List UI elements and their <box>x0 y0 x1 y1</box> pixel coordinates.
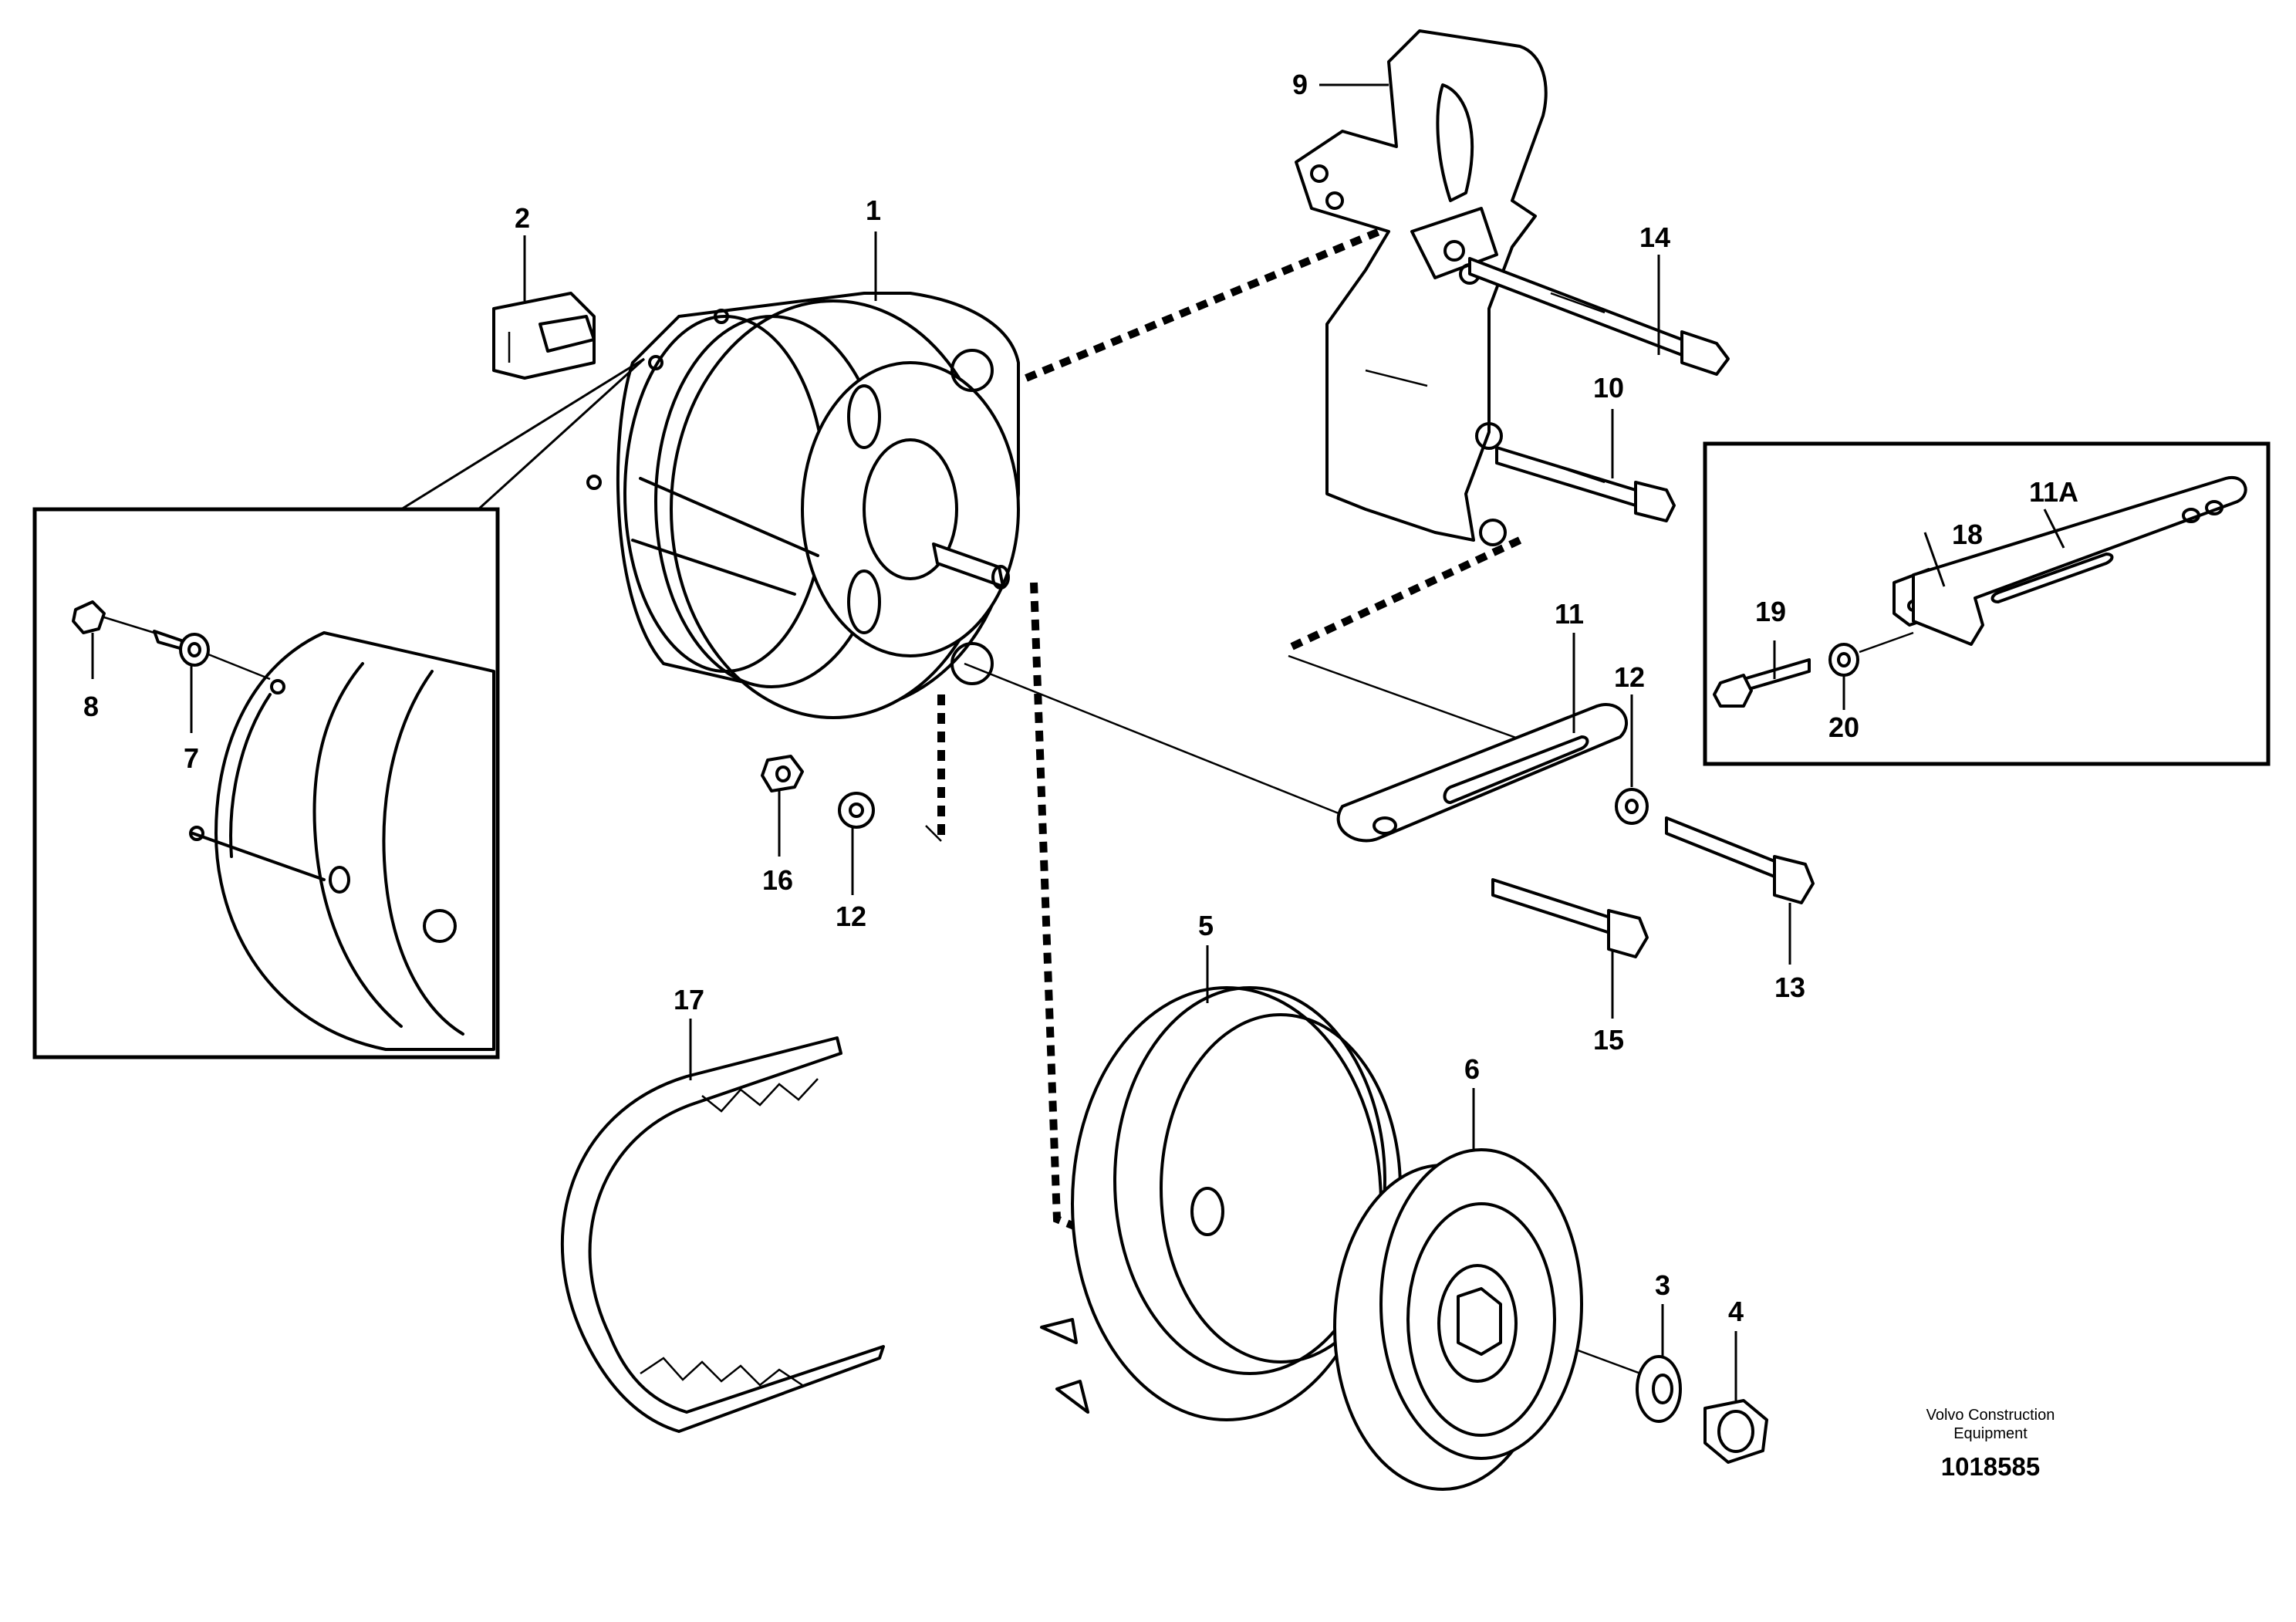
callout-4: 4 <box>1728 1296 1744 1327</box>
callout-9: 9 <box>1292 69 1308 100</box>
leader-lines <box>91 83 2065 1401</box>
regulator <box>492 292 596 380</box>
bolt-14 <box>1468 257 1730 376</box>
bolt-15 <box>1491 878 1649 958</box>
washer-12-right <box>1615 788 1649 825</box>
footer: Volvo Construction Equipment 1018585 <box>1926 1407 2055 1481</box>
callout-7: 7 <box>184 742 199 774</box>
drive-pulley <box>1333 1148 1583 1491</box>
bolt-13 <box>1665 816 1815 904</box>
callout-17: 17 <box>674 984 704 1015</box>
fan-pulley <box>1040 986 1402 1421</box>
washer-12-left <box>838 792 875 829</box>
callout-14: 14 <box>1639 221 1670 253</box>
callout-5: 5 <box>1198 910 1214 941</box>
adjusting-link <box>1336 703 1629 843</box>
callout-6: 6 <box>1464 1053 1480 1085</box>
callout-1: 1 <box>866 194 881 226</box>
detail-inset <box>32 357 646 1059</box>
brand-line-2: Equipment <box>1953 1425 2028 1442</box>
alternator <box>586 292 1020 719</box>
callout-3: 3 <box>1655 1269 1670 1301</box>
callout-11: 11 <box>1555 598 1584 630</box>
callout-20: 20 <box>1828 711 1859 743</box>
mounting-bracket <box>1295 29 1548 546</box>
assembly-lines <box>937 224 1522 1238</box>
document-number: 1018585 <box>1941 1452 2040 1481</box>
callout-12-left: 12 <box>836 901 866 932</box>
brand-line-1: Volvo Construction <box>1926 1407 2055 1424</box>
callout-12-right: 12 <box>1614 661 1645 693</box>
callout-2: 2 <box>515 202 530 234</box>
callout-labels: 1 2 9 14 10 11 12 13 15 16 12 5 6 3 4 17… <box>83 69 2078 1327</box>
v-belt <box>560 1036 885 1433</box>
detail-inset-right <box>1703 441 2271 766</box>
callout-19: 19 <box>1755 596 1786 627</box>
callout-16: 16 <box>762 864 793 896</box>
callout-18: 18 <box>1952 519 1983 550</box>
callout-15: 15 <box>1593 1024 1624 1056</box>
callout-10: 10 <box>1593 372 1624 404</box>
nut-16 <box>761 755 804 792</box>
bolt-10 <box>1495 446 1676 522</box>
callout-13: 13 <box>1774 972 1805 1003</box>
callout-11a: 11A <box>2029 476 2078 508</box>
callout-8: 8 <box>83 691 99 722</box>
washer-3 <box>1636 1355 1682 1423</box>
nut-4 <box>1703 1399 1768 1464</box>
